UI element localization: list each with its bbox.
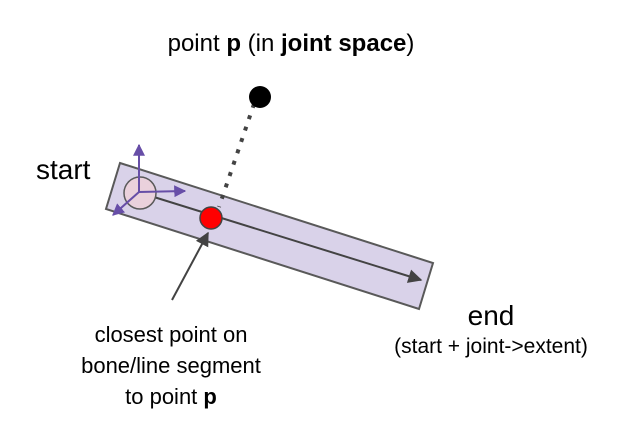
distance-dotted-line xyxy=(217,103,256,208)
start-label: start xyxy=(36,154,91,185)
closest-point-pointer-arrow xyxy=(171,231,209,301)
bone-axis-arrow xyxy=(140,192,423,283)
closest-label-line2: bone/line segment xyxy=(81,353,261,378)
end-label: end xyxy=(468,300,515,331)
end-note: (start + joint->extent) xyxy=(394,335,588,358)
closest-label-line1: closest point on xyxy=(95,322,248,347)
closest-label-line3: to point p xyxy=(125,384,217,409)
axis-diagonal-arrow xyxy=(112,191,140,216)
title-point-p: point p (in joint space) xyxy=(168,30,415,57)
axis-right-arrow xyxy=(138,185,187,198)
bone-segment xyxy=(104,161,435,311)
closest-point xyxy=(199,206,223,230)
query-point-p xyxy=(249,86,271,108)
